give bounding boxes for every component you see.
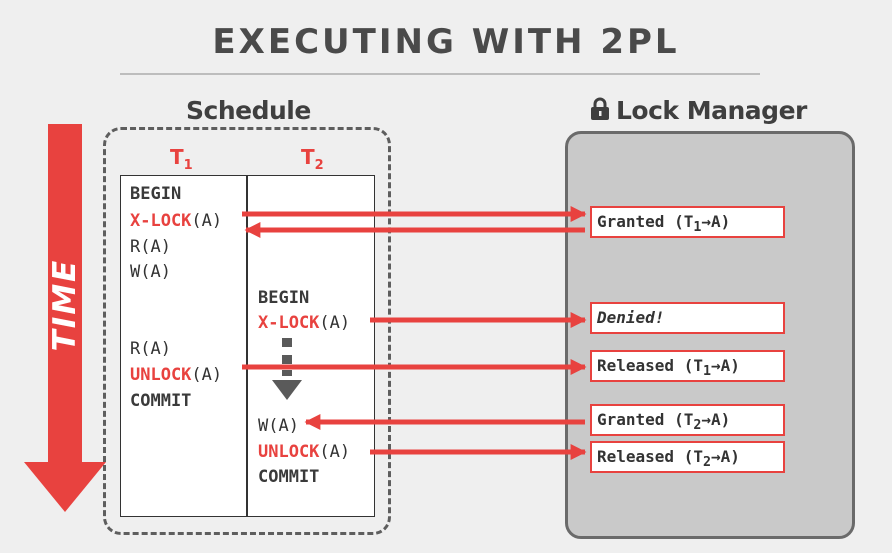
t2-unlock: UNLOCK(A) [258,442,351,462]
t2-xlock: X-LOCK(A) [258,313,351,333]
response-granted-t2: Granted (T2→A) [590,404,785,436]
time-arrow-head [24,462,106,512]
response-denied: Denied! [590,302,785,334]
t1-xlock: X-LOCK(A) [130,211,223,231]
lock-icon [590,97,610,127]
t2-column-header: T2 [301,145,324,173]
response-granted-t1: Granted (T1→A) [590,206,785,238]
t1-column-header: T1 [170,145,193,173]
response-released-t1: Released (T1→A) [590,350,785,382]
slide-title: EXECUTING WITH 2PL [212,22,680,62]
t1-commit: COMMIT [130,391,192,411]
t2-wait-indicator [272,338,302,400]
t2-begin: BEGIN [258,288,310,308]
schedule-frame [103,127,391,535]
schedule-column-divider [246,175,248,517]
time-arrow-shaft [48,124,82,464]
response-released-t2: Released (T2→A) [590,441,785,473]
schedule-heading: Schedule [186,96,311,125]
t1-write: W(A) [130,262,171,282]
t2-commit: COMMIT [258,467,320,487]
t1-read: R(A) [130,237,171,257]
lock-manager-heading: Lock Manager [590,96,807,127]
lock-manager-heading-label: Lock Manager [616,96,807,125]
t1-unlock: UNLOCK(A) [130,365,223,385]
title-divider [120,73,760,75]
t1-read-2: R(A) [130,339,171,359]
t1-begin: BEGIN [130,184,182,204]
t2-write: W(A) [258,416,299,436]
